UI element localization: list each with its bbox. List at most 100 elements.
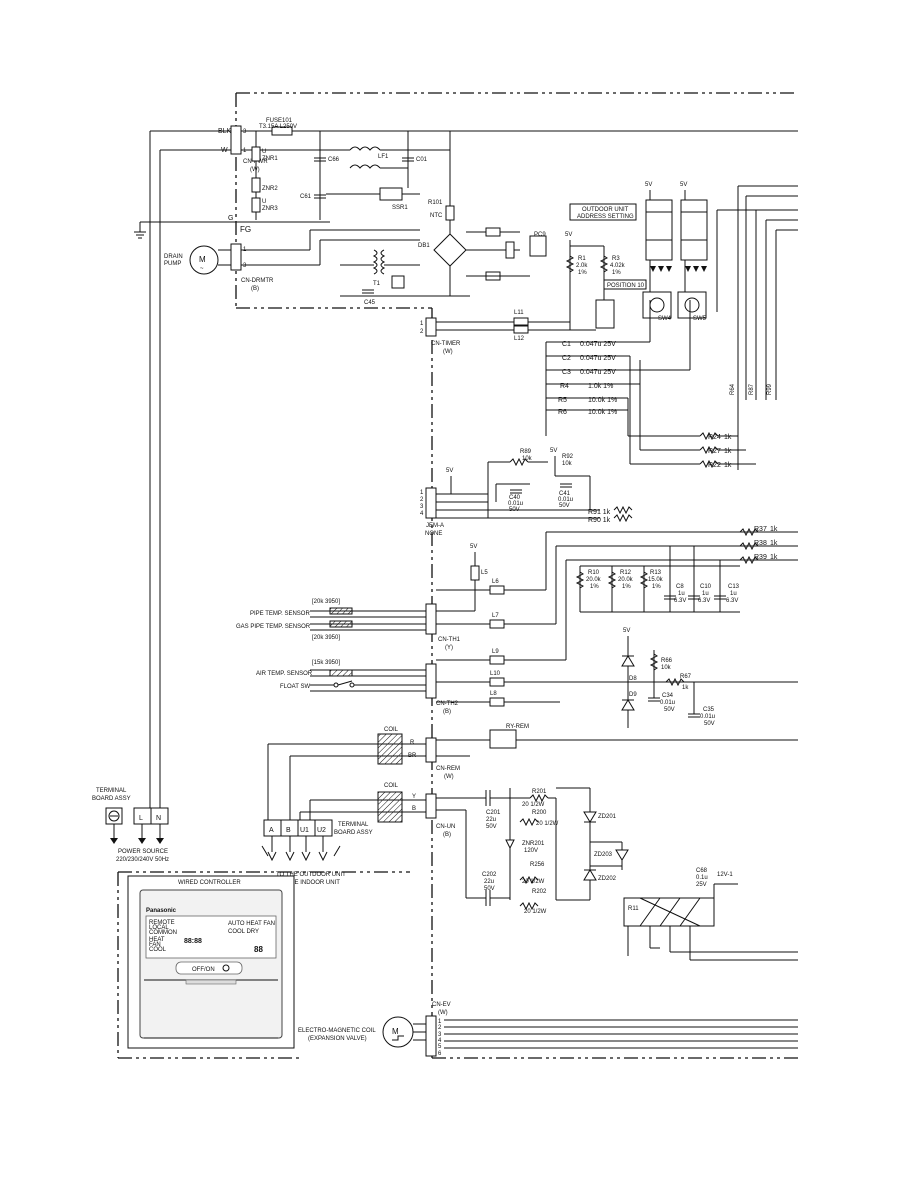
r3-tol: 1% <box>612 270 621 276</box>
jem-pin: 4 <box>420 511 424 517</box>
cn-drmtr-label: CN-DRMTR <box>241 278 274 284</box>
pin-3: 3 <box>243 129 247 135</box>
c10-voltage: 6.3V <box>698 598 710 604</box>
ev-pin: 2 <box>438 1025 442 1031</box>
bridge-rectifier <box>433 233 467 267</box>
terminal-board2-label-2: BOARD ASSY <box>334 830 373 836</box>
r1-tol: 1% <box>578 270 587 276</box>
r3-value: 4.02k <box>610 263 626 269</box>
varistor-label: U <box>262 199 266 205</box>
c202-name: C202 <box>482 872 497 878</box>
terminal-u2: U2 <box>317 827 326 834</box>
c35-voltage: 50V <box>704 721 715 727</box>
varistor-label: ZNR1 <box>262 156 278 162</box>
cn-rem-color: (W) <box>444 774 454 780</box>
cn-th1-connector <box>425 603 437 635</box>
c34-voltage: 50V <box>664 707 675 713</box>
power-source-label: POWER SOURCE <box>118 849 168 855</box>
fuse-name: FUSE101 <box>266 118 293 124</box>
cn-timer-label: CN-TIMER <box>431 341 461 347</box>
c68-value: 0.1u <box>696 875 708 881</box>
r201-value: 20 1/2W <box>522 802 545 808</box>
cn-rem-section: COIL R BR CN-REM (W) RY-REM <box>267 724 798 820</box>
r3-name: R3 <box>612 256 620 262</box>
ry-rem-label: RY-REM <box>506 724 529 730</box>
jem-a-label: JEM-A <box>426 523 444 529</box>
jem-v5: 5V <box>446 468 453 474</box>
zd201-symbol <box>583 811 597 823</box>
drain-motor-symbol <box>189 245 219 275</box>
jem-a-section: 5V 1 2 3 4 JEM-A NONE R89 10k 5V R92 10k… <box>420 448 633 537</box>
pump-label: PUMP <box>164 261 181 267</box>
lcd-temp: 88 <box>254 945 263 954</box>
r90-label: R90 1k <box>588 517 611 524</box>
lcd-cool-dry: COOL DRY <box>228 929 259 935</box>
cn-ev-label: CN-EV <box>432 1002 451 1008</box>
cn-ev-section: CN-EV (W) 1 2 3 4 5 6 M ELECTRO-MAGNETIC… <box>298 1002 798 1057</box>
driver-array: R11 C68 0.1u 25V 12V-1 <box>623 868 798 961</box>
ev-label-1: ELECTRO-MAGNETIC COIL <box>298 1028 376 1034</box>
controller-brand: Panasonic <box>146 908 177 914</box>
cn-drmtr-color: (B) <box>251 286 259 292</box>
l7-label: L7 <box>492 613 499 619</box>
r5-value: 10.0k 1% <box>588 397 617 404</box>
c40-voltage: 50V <box>509 507 520 513</box>
sw4-label: SW4 <box>658 316 672 322</box>
terminal-n: N <box>156 815 161 822</box>
cn-timer-connector <box>425 317 437 337</box>
r202-value: 20 1/2W <box>524 909 547 915</box>
c13-voltage: 6.3V <box>726 598 738 604</box>
terminal-board-label-1: TERMINAL <box>96 788 127 794</box>
r10-tol: 1% <box>590 584 599 590</box>
c2-value: 0.047u 25V <box>580 355 616 362</box>
off-on-label: OFF/ON <box>192 967 215 973</box>
c68-name: C68 <box>696 868 708 874</box>
r67-name: R67 <box>680 674 692 680</box>
v5-label: 5V <box>565 232 572 238</box>
l11-label: L11 <box>514 310 524 316</box>
c13-name: C13 <box>728 584 740 590</box>
ssr1-symbol <box>379 187 403 201</box>
r66-name: R66 <box>661 658 673 664</box>
ground-fg: FG <box>240 225 251 234</box>
cn-th1-color: (Y) <box>445 645 453 651</box>
c41-voltage: 50V <box>559 503 570 509</box>
cn-th1-section: [20k 3950] PIPE TEMP. SENSOR GAS PIPE TE… <box>236 532 557 651</box>
c3-name: C3 <box>562 369 571 376</box>
ground-g: G <box>228 215 233 222</box>
cap-c01: C01 <box>416 157 428 163</box>
c34-value: 0.01u <box>660 700 675 706</box>
ntc-name: R101 <box>428 200 443 206</box>
c13-value: 1u <box>730 591 737 597</box>
r27-value: 1k <box>724 448 732 455</box>
power-icon <box>222 964 230 972</box>
r99-label: R99 <box>767 383 773 395</box>
un-coil-label: COIL <box>384 783 399 789</box>
terminal-u1: U1 <box>300 827 309 834</box>
d8-v5: 5V <box>623 628 630 634</box>
timer-pin-1: 1 <box>420 321 424 327</box>
position-label: POSITION 10 <box>607 283 645 289</box>
cn-timer-section: 1 2 CN-TIMER (W) L11 L12 <box>420 310 596 355</box>
r11-label: R11 <box>628 906 639 912</box>
c34-name: C34 <box>662 693 674 699</box>
r6-name: R6 <box>558 409 567 416</box>
cap-c66: C66 <box>328 157 340 163</box>
jem-pin: 2 <box>420 497 424 503</box>
r4-value: 1.0k 1% <box>588 383 613 390</box>
varistor-label: U <box>262 149 266 155</box>
l5-v5: 5V <box>470 544 477 550</box>
gas-sensor-spec: [20k 3950] <box>312 635 340 641</box>
timer-filter: C1 0.047u 25V C2 0.047u 25V C3 0.047u 25… <box>545 300 756 469</box>
cn-th2-color: (B) <box>443 709 451 715</box>
address-title-1: OUTDOOR UNIT <box>582 207 629 213</box>
r38-name: R38 <box>754 540 767 547</box>
cap-c45: C45 <box>364 300 376 306</box>
c8-value: 1u <box>678 591 685 597</box>
r22-name: R22 <box>708 462 721 469</box>
cn-un-color: (B) <box>443 832 451 838</box>
fuse-rating: T3.15A L250V <box>259 124 297 130</box>
sw5-symbol <box>677 291 707 319</box>
ntc-symbol <box>445 205 455 221</box>
